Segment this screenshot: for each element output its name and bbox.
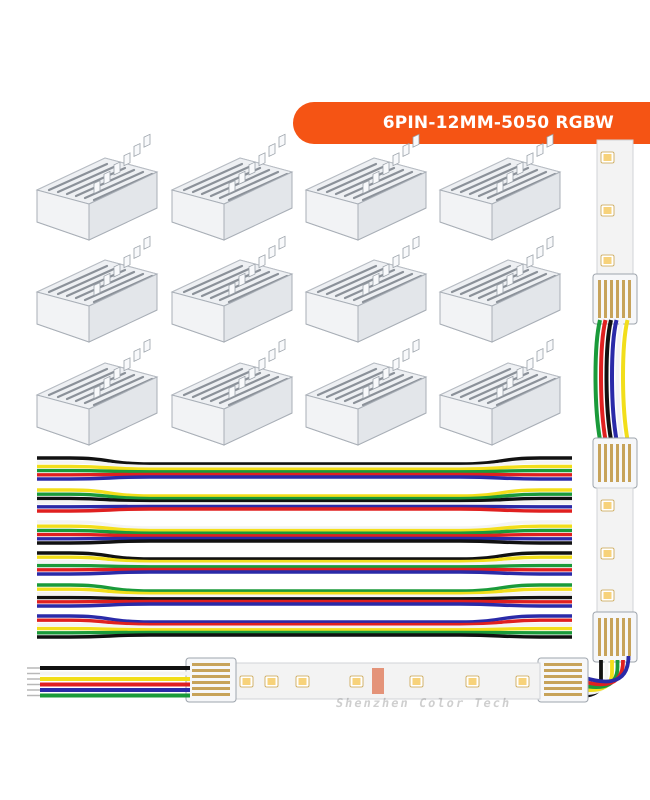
jumper-wire — [615, 319, 624, 441]
strip-connector — [304, 235, 428, 343]
strip-connector — [170, 133, 294, 241]
strip-connector — [304, 133, 428, 241]
strip-connector — [304, 338, 428, 446]
strip-connector — [35, 338, 159, 446]
jumper-wire — [604, 319, 613, 441]
title-banner: 6PIN-12MM-5050 RGBW — [293, 102, 650, 144]
jumper-wire — [621, 319, 630, 441]
jumper-wire — [599, 319, 608, 441]
ribbon-cable — [37, 488, 572, 513]
led-strip-assembly — [27, 139, 638, 703]
ribbon-cable — [37, 520, 572, 545]
watermark: Shenzhen Color Tech — [334, 696, 513, 710]
strip-connector — [438, 133, 562, 241]
jumper-wire — [610, 319, 619, 441]
ribbon-cable — [37, 456, 572, 481]
ribbon-cable — [37, 583, 572, 608]
ribbon-cable-bundle — [37, 456, 572, 639]
title-text: 6PIN-12MM-5050 RGBW — [382, 113, 614, 133]
strip-connector — [438, 235, 562, 343]
ribbon-cable — [37, 551, 572, 576]
strip-connector — [438, 338, 562, 446]
ribbon-cable — [37, 614, 572, 639]
resistor-pads — [372, 668, 384, 694]
strip-connector — [35, 133, 159, 241]
strip-connector — [170, 235, 294, 343]
connector-grid — [35, 133, 562, 446]
jumper-wire — [593, 319, 602, 441]
strip-connector — [35, 235, 159, 343]
led-strip-segment — [231, 662, 541, 700]
strip-connector — [170, 338, 294, 446]
